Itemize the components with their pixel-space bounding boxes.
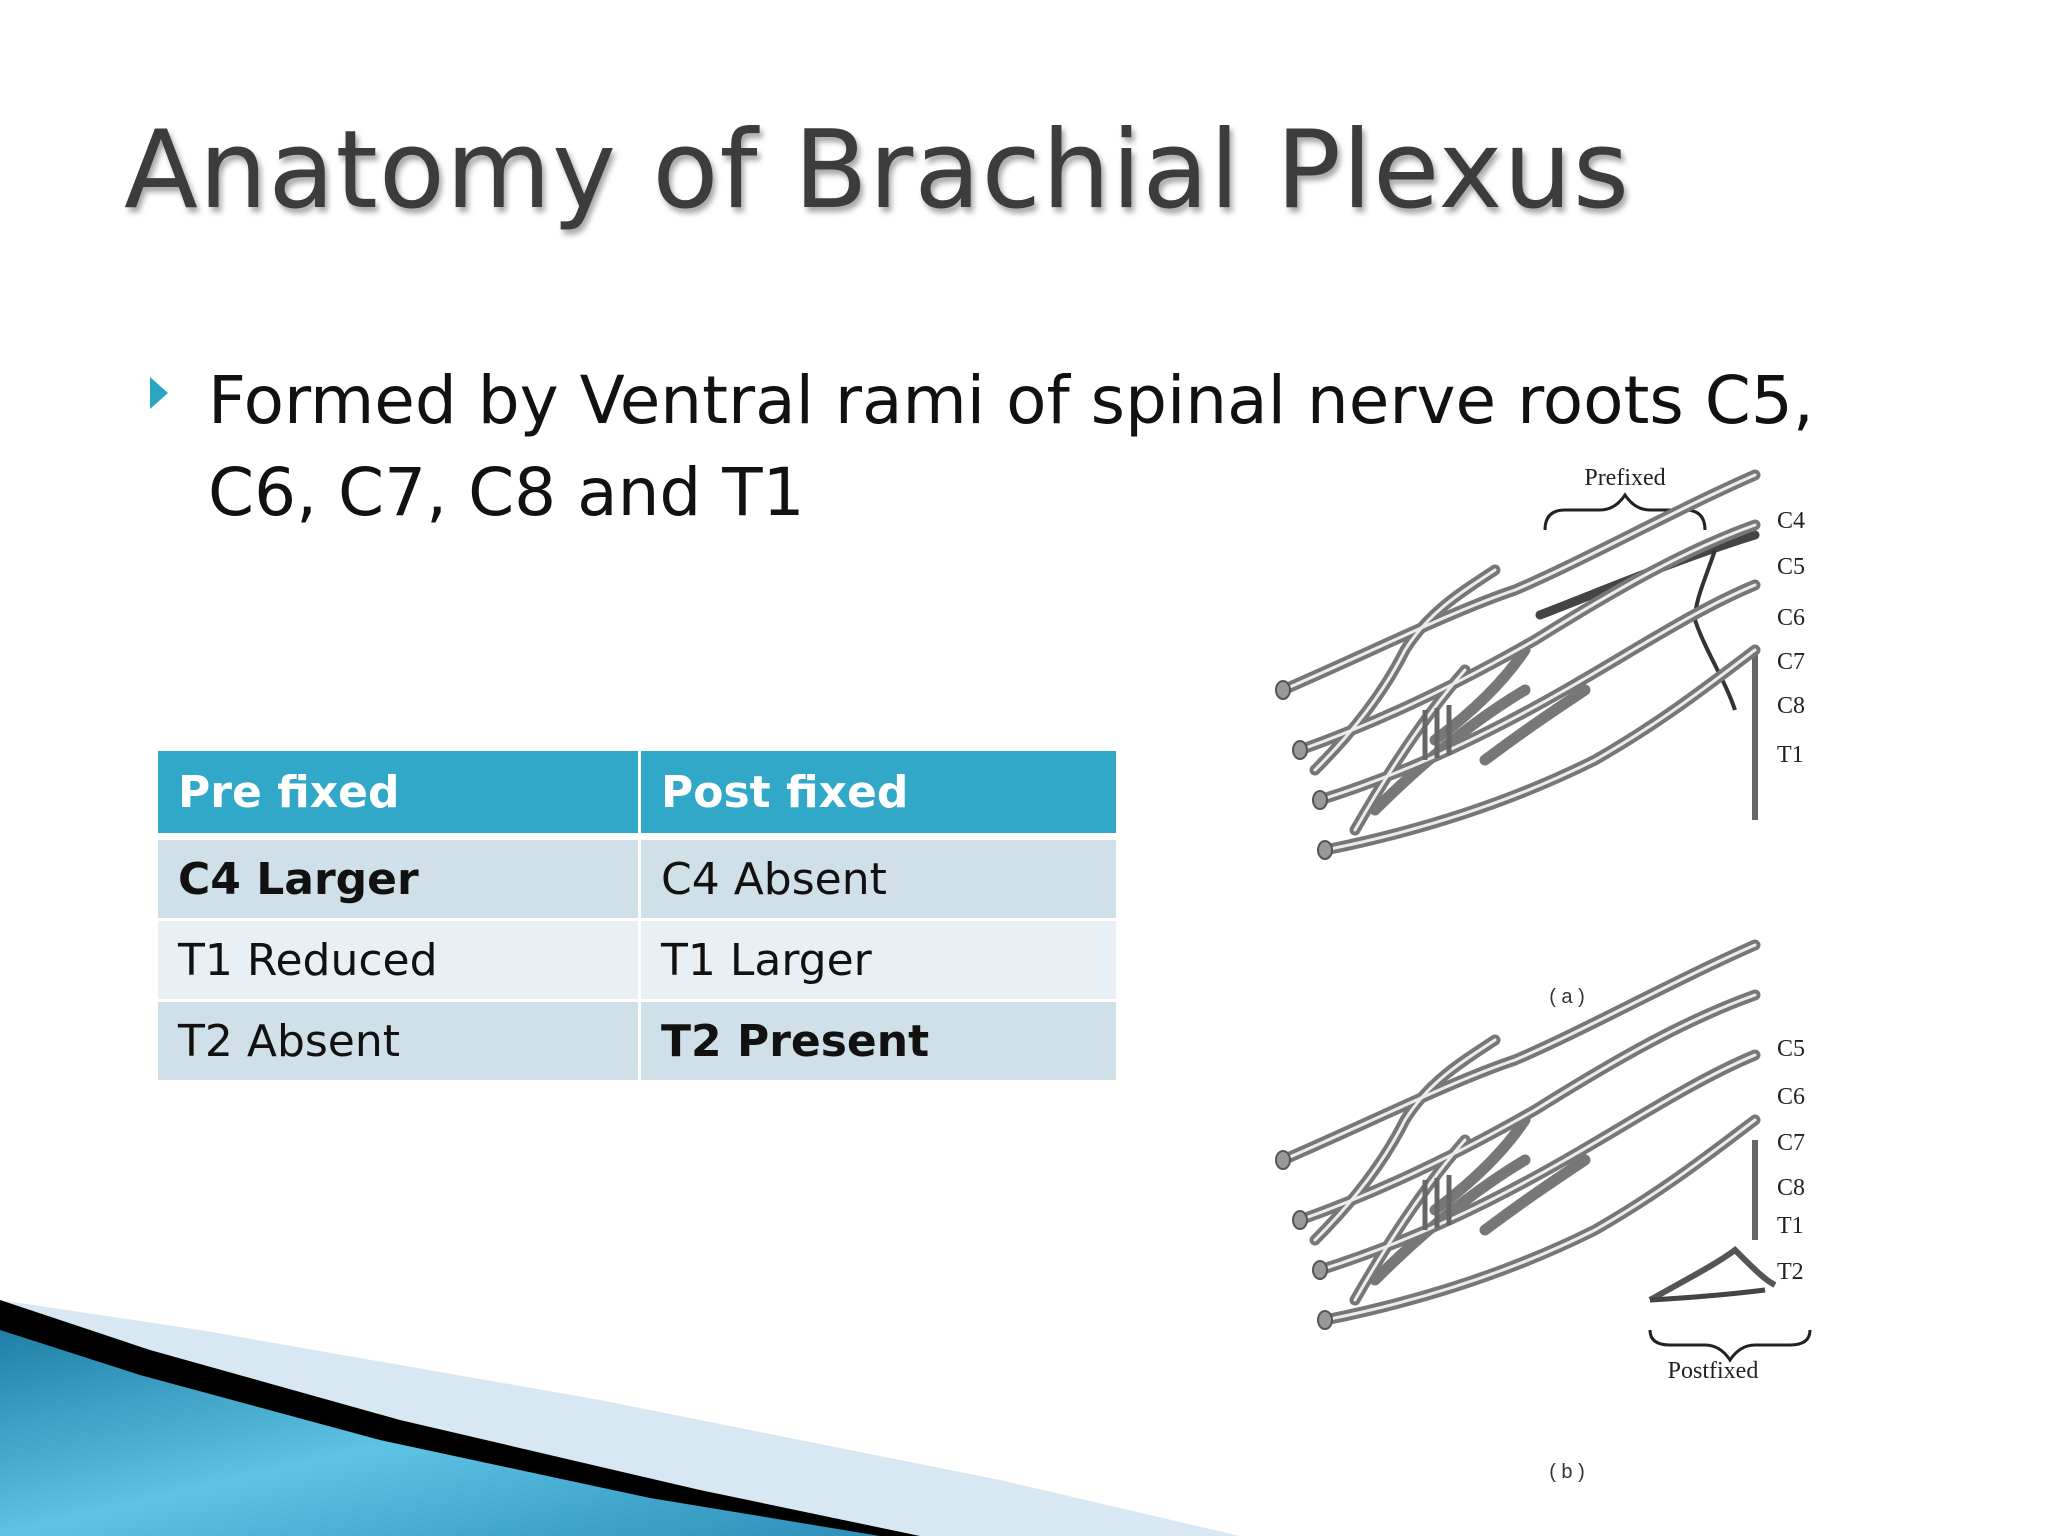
table-header-row: Pre fixed Post fixed [155, 748, 1119, 840]
table-row: T1 Reduced T1 Larger [155, 918, 1119, 1002]
table-cell: T1 Reduced [155, 918, 641, 1002]
root-label: C6 [1777, 605, 1805, 631]
figure-b-caption: ( b ) [1549, 1461, 1585, 1483]
prefixed-brace [1543, 492, 1707, 531]
root-label: C8 [1777, 1175, 1805, 1201]
prefixed-label: Prefixed [1584, 465, 1665, 491]
root-label: C7 [1777, 649, 1805, 675]
plexus-figure: Prefixed C4 C5 C6 C7 C8 T1 ( a ) C5 C [1255, 465, 1812, 1483]
root-label: T2 [1777, 1259, 1804, 1285]
header-post-fixed: Post fixed [638, 748, 1119, 840]
root-label: C8 [1777, 693, 1805, 719]
root-label: C4 [1777, 508, 1805, 534]
table-cell: T2 Absent [155, 999, 641, 1083]
postfixed-brace [1648, 1329, 1812, 1363]
comparison-table: Pre fixed Post fixed C4 Larger C4 Absent… [155, 748, 1119, 1083]
table-row: T2 Absent T2 Present [155, 999, 1119, 1083]
bullet-arrow-icon [150, 377, 168, 409]
root-label: C5 [1777, 554, 1805, 580]
root-label: C5 [1777, 1036, 1805, 1062]
header-pre-fixed: Pre fixed [155, 748, 641, 840]
figure-a-caption: ( a ) [1549, 986, 1585, 1008]
root-label: T1 [1777, 1213, 1804, 1239]
root-label: C6 [1777, 1084, 1805, 1110]
table-cell: C4 Absent [638, 835, 1119, 921]
figure-b: C5 C6 C7 C8 T1 T2 Postfixed ( b ) [1276, 945, 1812, 1483]
table-row: C4 Larger C4 Absent [155, 835, 1119, 921]
figure-a: Prefixed C4 C5 C6 C7 C8 T1 ( a ) [1276, 465, 1805, 1008]
root-label: T1 [1777, 742, 1804, 768]
slide-title: Anatomy of Brachial Plexus [124, 108, 1631, 233]
table-cell: T1 Larger [638, 918, 1119, 1002]
table-cell: C4 Larger [155, 835, 641, 921]
table-cell: T2 Present [638, 999, 1119, 1083]
postfixed-label: Postfixed [1668, 1358, 1759, 1384]
root-label: C7 [1777, 1130, 1805, 1156]
bullet-text: Formed by Ventral rami of spinal nerve r… [208, 362, 1814, 531]
